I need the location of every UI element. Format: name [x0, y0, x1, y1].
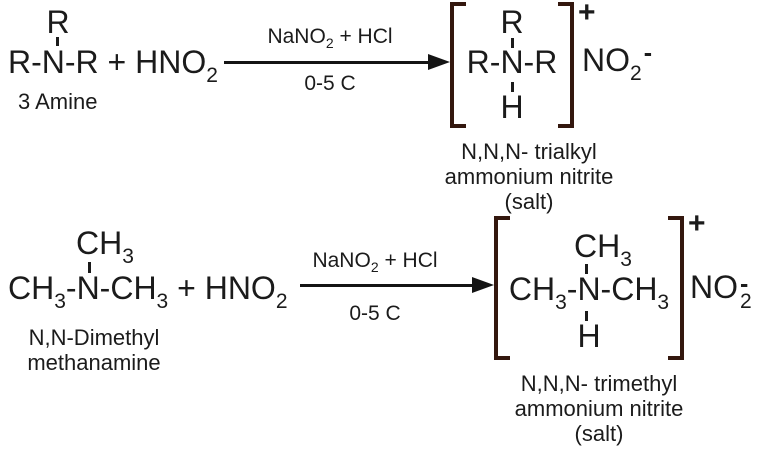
- r2-cation-charge: +: [688, 207, 706, 240]
- r2-product-bottom-hydrogen: H: [577, 318, 601, 354]
- r1-cond-sub: 2: [325, 35, 334, 51]
- r1-vertical-bond-top: [56, 37, 59, 46]
- r1-product-label: N,N,N- trialkyl ammonium nitrite (salt): [426, 139, 632, 214]
- r2-mid-p1: 3: [555, 291, 567, 314]
- r1-arrowhead-icon: [428, 54, 450, 70]
- r2-vertical-bond-top: [88, 262, 91, 273]
- r1-arrow-line: [224, 61, 436, 64]
- r1-reactant-subscript: 2: [206, 64, 218, 87]
- r1-conditions-below: 0-5 C: [304, 72, 356, 95]
- r2-product-label-line2: ammonium nitrite: [514, 396, 684, 421]
- r2-product-bond-bottom: [585, 311, 588, 321]
- r1-reactant-base: R-N-R + HNO: [8, 44, 207, 80]
- r2-product-middle: CH3-N-CH3: [494, 271, 684, 313]
- r2-anion-charge-sub-stack: -2: [738, 270, 753, 313]
- r2-main-p2: -N-CH: [65, 270, 157, 306]
- r2-mid-p3: 3: [657, 291, 670, 314]
- r1-anion-base: NO: [582, 42, 630, 78]
- r2-bracket-right: [668, 216, 684, 360]
- r2-anion-sub: 2: [740, 290, 752, 313]
- r2-anion-base: NO: [690, 269, 738, 305]
- r1-anion-charge: -: [643, 39, 653, 67]
- r1-product-middle: R-N-R: [466, 44, 558, 80]
- r2-nitrite-anion: NO-2: [690, 271, 753, 312]
- r1-product-label-line1: N,N,N- trialkyl: [461, 139, 597, 164]
- r2-product-bond-top: [585, 264, 588, 274]
- r1-cond-rest: + HCl: [333, 25, 393, 48]
- r2-main-p1: 3: [54, 290, 66, 313]
- r2-mid-p0: CH: [508, 271, 556, 307]
- r1-top-substituent: R: [46, 4, 70, 40]
- r1-product-label-line3: (salt): [504, 189, 554, 214]
- r2-main-p5: 2: [275, 290, 288, 313]
- r1-conditions-above: NaNO2 + HCl: [230, 25, 430, 51]
- r2-main-p0: CH: [8, 270, 55, 306]
- r2-reactant-formula: CH3-N-CH3 + HNO2: [8, 270, 288, 312]
- r1-bracket-right: [558, 2, 574, 128]
- r1-nitrite-anion: NO2-: [582, 41, 652, 85]
- r1-product-top-substituent: R: [500, 4, 524, 40]
- r1-reactant-label: 3 Amine: [18, 89, 98, 114]
- r2-top-methyl-sub: 3: [122, 245, 134, 268]
- r2-top-methyl-base: CH: [76, 225, 123, 261]
- r1-product-label-line2: ammonium nitrite: [444, 164, 614, 189]
- r2-product-top-methyl: CH3: [574, 228, 632, 270]
- r1-product-bond-bottom: [511, 82, 514, 92]
- r2-top-methyl: CH3: [76, 225, 134, 267]
- r2-anion-charge: -: [740, 270, 749, 298]
- r2-conditions-below: 0-5 C: [349, 302, 401, 325]
- r2-product-top-base: CH: [574, 228, 621, 264]
- r2-product-label-line1: N,N,N- trimethyl: [520, 371, 678, 396]
- r1-cation-charge: +: [578, 0, 596, 29]
- r2-cond-rest: + HCl: [378, 249, 438, 272]
- r2-cond-sub: 2: [370, 259, 379, 275]
- r1-reactant-formula: R-N-R + HNO2: [8, 44, 218, 86]
- r2-conditions-above: NaNO2 + HCl: [275, 249, 475, 275]
- r2-cond-base: NaNO: [312, 249, 371, 272]
- r2-product-top-sub: 3: [620, 248, 632, 271]
- r1-product-bottom-hydrogen: H: [500, 89, 524, 125]
- r2-mid-p2: -N-CH: [566, 271, 658, 307]
- r1-product-bond-top: [511, 38, 514, 48]
- r2-product-label: N,N,N- trimethyl ammonium nitrite (salt): [495, 371, 703, 446]
- r2-product-label-line3: (salt): [574, 421, 624, 446]
- r2-reactant-label: N,N-Dimethyl methanamine: [8, 325, 180, 375]
- r2-reactant-label-line1: N,N-Dimethyl: [28, 325, 160, 350]
- r2-arrowhead-icon: [472, 277, 494, 293]
- r1-bracket-left: [450, 2, 466, 128]
- r2-bracket-left: [494, 216, 510, 360]
- r2-arrow-line: [300, 284, 478, 287]
- r2-main-p4: + HNO: [168, 270, 276, 306]
- r2-reactant-label-line2: methanamine: [27, 350, 161, 375]
- r2-main-p3: 3: [156, 290, 169, 313]
- r1-product-structure: R R-N-R H: [450, 2, 574, 128]
- r1-anion-sub: 2: [630, 62, 642, 85]
- r1-cond-base: NaNO: [267, 25, 326, 48]
- r2-product-structure: CH3 CH3-N-CH3 H: [494, 216, 684, 360]
